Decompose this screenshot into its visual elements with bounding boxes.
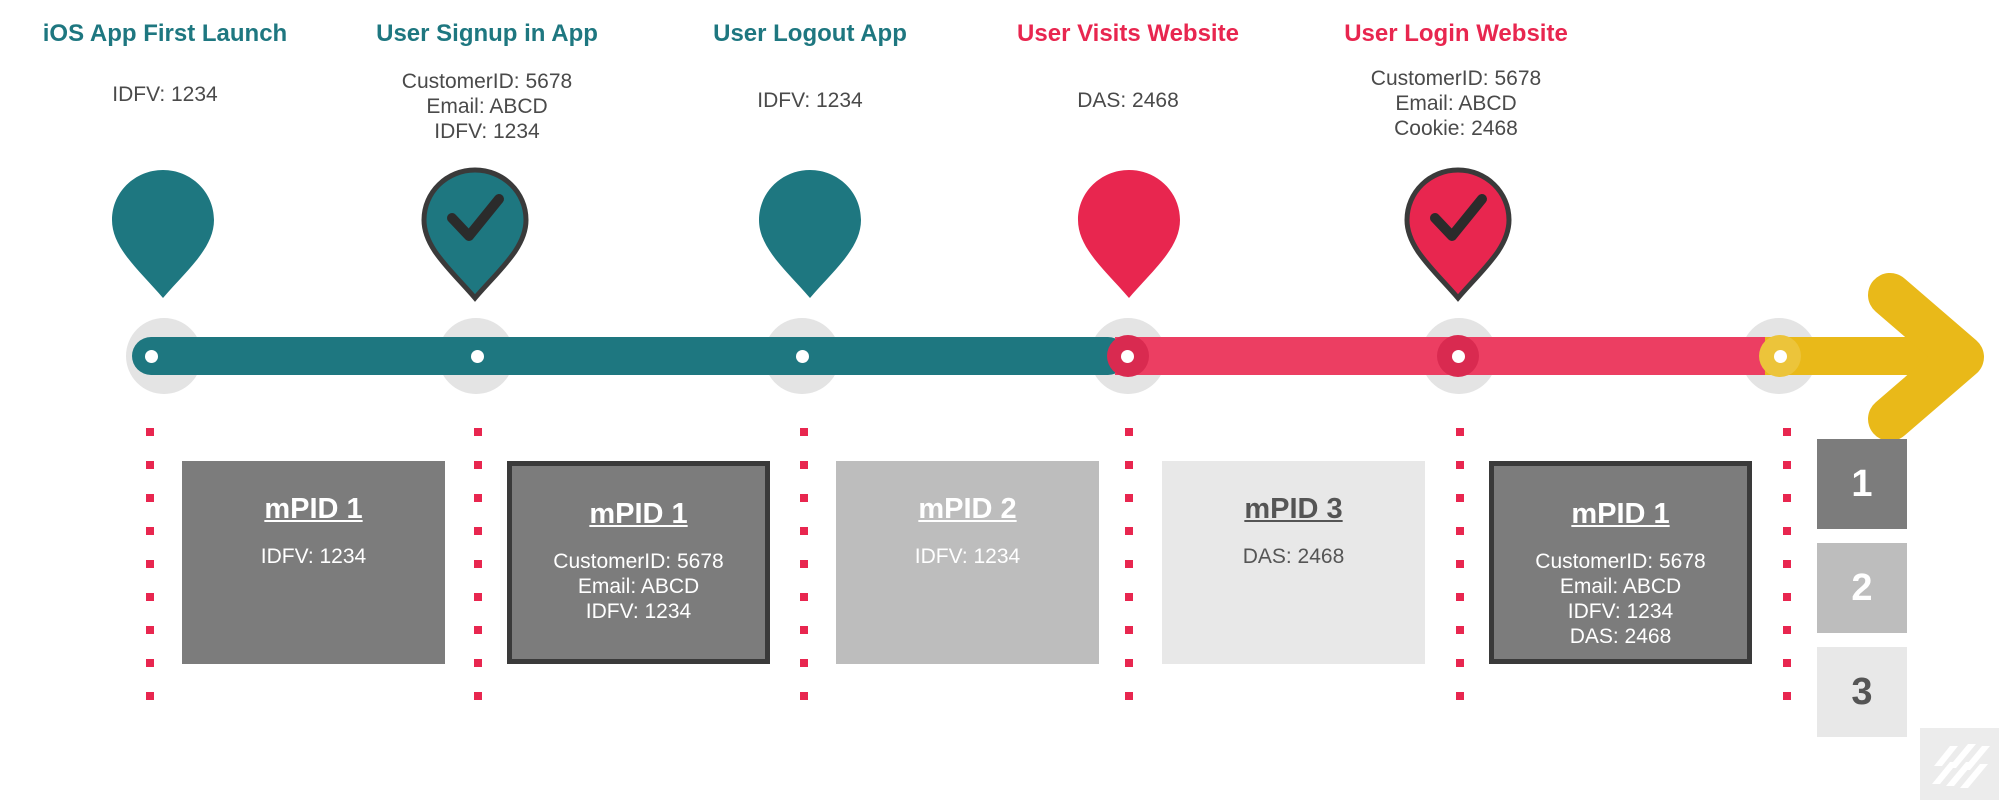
profile-details: IDFV: 1234 bbox=[914, 545, 1021, 568]
map-pin-icon bbox=[759, 170, 861, 298]
profile-details: CustomerID: 5678 Email: ABCD IDFV: 1234 bbox=[553, 550, 724, 623]
dotted-separator bbox=[146, 428, 154, 708]
event-info-line: Email: ABCD bbox=[1395, 92, 1517, 115]
profile-title: mPID 1 bbox=[1571, 498, 1670, 530]
profile-title: mPID 1 bbox=[264, 493, 363, 525]
profile-title: mPID 2 bbox=[918, 493, 1017, 525]
map-pin-icon bbox=[1078, 170, 1180, 298]
dotted-separator bbox=[1456, 428, 1464, 708]
profile-title: mPID 1 bbox=[589, 498, 688, 530]
legend-box-2: 2 bbox=[1817, 543, 1907, 633]
event-info-line: IDFV: 1234 bbox=[757, 89, 863, 112]
check-icon bbox=[1430, 194, 1487, 241]
event-title-5: User Login Website bbox=[1344, 20, 1568, 47]
legend-box-1: 1 bbox=[1817, 439, 1907, 529]
logo-icon bbox=[1932, 744, 1990, 788]
event-info-line: CustomerID: 5678 bbox=[1370, 67, 1542, 90]
dotted-separator bbox=[474, 428, 482, 708]
logo bbox=[1920, 728, 1999, 800]
dotted-separator bbox=[800, 428, 808, 708]
event-info-line: CustomerID: 5678 bbox=[401, 70, 573, 93]
event-info-2: CustomerID: 5678 Email: ABCD IDFV: 1234 bbox=[322, 69, 652, 144]
profile-title: mPID 3 bbox=[1244, 493, 1343, 525]
profile-details: IDFV: 1234 bbox=[260, 545, 367, 568]
event-info-line: IDFV: 1234 bbox=[112, 83, 218, 106]
event-title-4: User Visits Website bbox=[1017, 20, 1239, 47]
profile-card: mPID 2 IDFV: 1234 bbox=[836, 461, 1099, 664]
check-icon bbox=[447, 194, 504, 241]
legend-box-3: 3 bbox=[1817, 647, 1907, 737]
timeline-dot bbox=[1774, 350, 1787, 363]
event-info-5: CustomerID: 5678 Email: ABCD Cookie: 246… bbox=[1291, 66, 1621, 141]
profile-card: mPID 3 DAS: 2468 bbox=[1162, 461, 1425, 664]
dotted-separator bbox=[1125, 428, 1133, 708]
timeline-dot bbox=[1121, 350, 1134, 363]
arrow-head-icon bbox=[1868, 273, 1984, 440]
dotted-separator bbox=[1783, 428, 1791, 708]
profile-details: CustomerID: 5678 Email: ABCD IDFV: 1234 … bbox=[1535, 550, 1706, 648]
event-info-4: DAS: 2468 bbox=[963, 88, 1293, 113]
event-info-line: IDFV: 1234 bbox=[434, 120, 540, 143]
event-title-1: iOS App First Launch bbox=[42, 20, 288, 47]
event-info-line: Cookie: 2468 bbox=[1394, 117, 1518, 140]
app-timeline-segment bbox=[132, 337, 1127, 375]
event-info-3: IDFV: 1234 bbox=[645, 88, 975, 113]
profile-card: mPID 1 CustomerID: 5678 Email: ABCD IDFV… bbox=[1489, 461, 1752, 664]
event-title-3: User Logout App bbox=[713, 20, 907, 47]
timeline-dot bbox=[796, 350, 809, 363]
event-info-1: IDFV: 1234 bbox=[0, 82, 330, 107]
event-info-line: DAS: 2468 bbox=[1077, 89, 1179, 112]
profile-card: mPID 1 IDFV: 1234 bbox=[182, 461, 445, 664]
map-pin-icon bbox=[112, 170, 214, 298]
timeline-dot bbox=[1452, 350, 1465, 363]
checked-pin-icon bbox=[1404, 167, 1512, 302]
event-info-line: Email: ABCD bbox=[426, 95, 548, 118]
timeline-dot bbox=[145, 350, 158, 363]
profile-details: DAS: 2468 bbox=[1242, 545, 1345, 568]
checked-pin-icon bbox=[421, 167, 529, 302]
profile-card: mPID 1 CustomerID: 5678 Email: ABCD IDFV… bbox=[507, 461, 770, 664]
timeline-dot bbox=[471, 350, 484, 363]
event-title-2: User Signup in App bbox=[376, 20, 598, 47]
